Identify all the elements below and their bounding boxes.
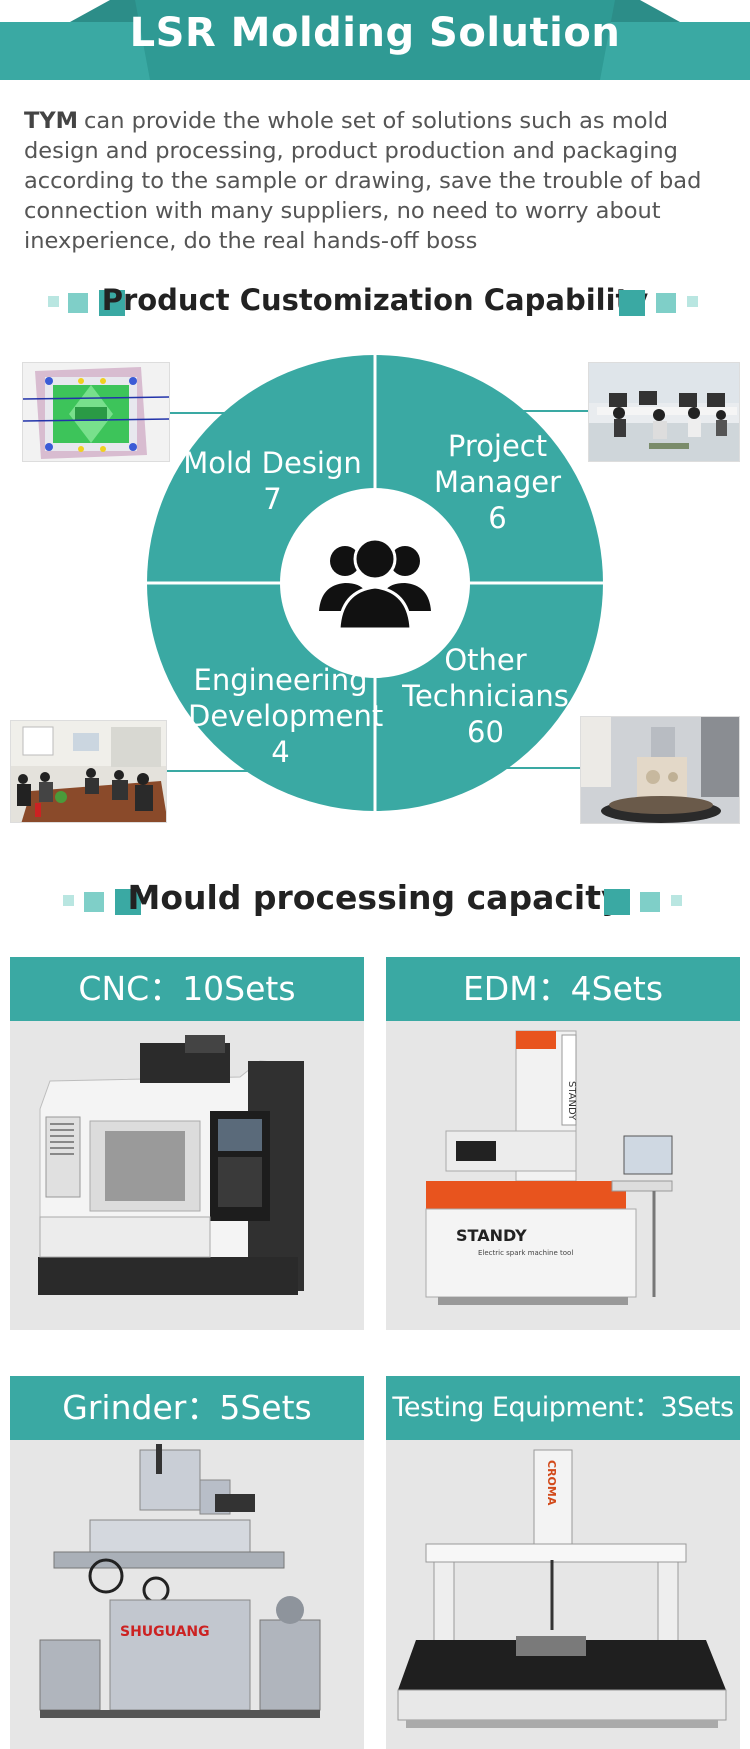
card-title: EDM：4Sets: [386, 957, 740, 1021]
quadrant-name: Other: [444, 643, 527, 677]
quadrant-name: Mold Design: [183, 446, 362, 480]
capacity-card-cnc: CNC：10Sets: [10, 957, 364, 1330]
quadrant-name-line2: Manager: [433, 465, 562, 499]
quadrant-name-line2: Technicians: [402, 679, 569, 713]
quadrant-name-line2: Development: [188, 699, 384, 733]
surface-grinder-image: SHUGUANG: [10, 1440, 364, 1749]
quadrant-count: 60: [467, 715, 504, 749]
banner-tab-shape: [70, 0, 680, 80]
edm-brand-vertical: STANDY: [566, 1081, 577, 1121]
decor-square-icon: [604, 889, 630, 915]
brand-name: TYM: [24, 108, 79, 134]
quadrant-name: Project: [447, 429, 548, 463]
decor-square-icon: [115, 889, 141, 915]
card-title: CNC：10Sets: [10, 957, 364, 1021]
quadrant-other-technicians: Other Technicians 60: [393, 642, 578, 750]
team-capability-diagram: Mold Design 7 Project Manager 6 Engineer…: [0, 340, 750, 824]
section-heading-customization: Product Customization Capability: [0, 283, 750, 323]
quadrant-name: Engineering: [193, 663, 368, 697]
edm-brand: STANDY: [456, 1226, 527, 1245]
technician-machine-image: [580, 716, 740, 824]
header-banner: LSR Molding Solution: [0, 0, 750, 80]
page-title: LSR Molding Solution: [129, 10, 621, 56]
project-manager-office-image: [588, 362, 740, 462]
cnc-machine-image: [10, 1021, 364, 1330]
edm-caption: Electric spark machine tool: [478, 1249, 573, 1257]
quadrant-count: 4: [271, 735, 290, 769]
team-people-icon: [319, 537, 431, 631]
mold-design-image: [22, 362, 170, 462]
decor-square-icon: [640, 892, 660, 912]
card-title: Grinder：5Sets: [10, 1376, 364, 1440]
capacity-card-testing: Testing Equipment：3Sets CROMA: [386, 1376, 740, 1749]
capacity-card-edm: EDM：4Sets STANDY STANDY Electric spark m…: [386, 957, 740, 1330]
quadrant-count: 6: [488, 501, 507, 535]
decor-square-icon: [63, 895, 74, 906]
card-title: Testing Equipment：3Sets: [386, 1376, 740, 1440]
decor-square-icon: [48, 296, 59, 307]
decor-square-icon: [68, 293, 88, 313]
decor-square-icon: [619, 290, 645, 316]
quadrant-engineering-development: Engineering Development 4: [188, 662, 384, 770]
capacity-card-grinder: Grinder：5Sets SHUGUANG: [10, 1376, 364, 1749]
section-title: Mould processing capacity: [127, 878, 623, 917]
decor-square-icon: [84, 892, 104, 912]
quadrant-count: 7: [263, 482, 282, 516]
edm-machine-image: STANDY STANDY Electric spark machine too…: [386, 1021, 740, 1330]
section-title: Product Customization Capability: [101, 283, 649, 317]
decor-square-icon: [671, 895, 682, 906]
quadrant-mold-design: Mold Design 7: [180, 445, 365, 517]
decor-square-icon: [656, 293, 676, 313]
grinder-brand: SHUGUANG: [120, 1624, 210, 1640]
cmm-testing-machine-image: CROMA: [386, 1440, 740, 1749]
donut-chart: [145, 353, 605, 813]
engineering-meeting-image: [10, 720, 167, 823]
quadrant-project-manager: Project Manager 6: [405, 428, 590, 536]
intro-text: can provide the whole set of solutions s…: [24, 108, 702, 254]
cmm-brand: CROMA: [545, 1460, 558, 1506]
section-heading-capacity: Mould processing capacity: [0, 878, 750, 920]
decor-square-icon: [99, 290, 125, 316]
decor-square-icon: [687, 296, 698, 307]
